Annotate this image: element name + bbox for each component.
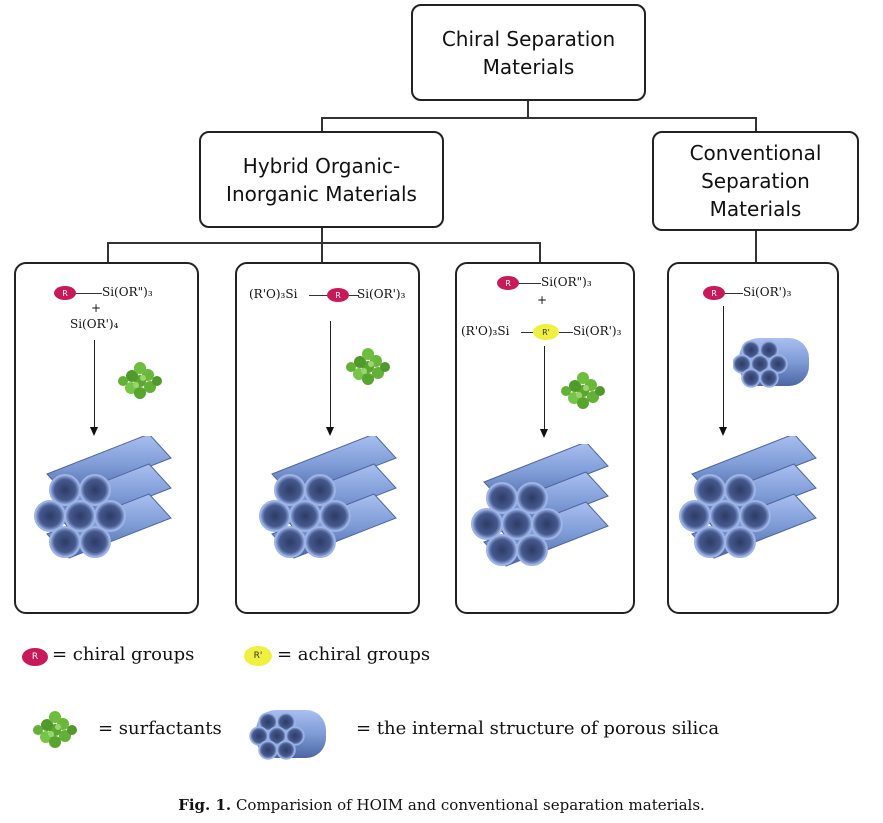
- chiral-group-dot: R: [327, 288, 349, 302]
- bond: [559, 332, 573, 333]
- panel-1: R Si(OR")₃ + Si(OR')₄: [14, 262, 199, 614]
- conventional-node-line1: Conventional: [689, 141, 822, 165]
- connector: [539, 242, 541, 262]
- conventional-node-line2: Separation: [701, 169, 810, 193]
- bond: [521, 332, 533, 333]
- legend-achiral-text: = achiral groups: [277, 644, 431, 665]
- connector: [321, 242, 323, 262]
- formula: (R'O)₃Si: [461, 324, 510, 338]
- chiral-group-dot: R: [54, 286, 76, 300]
- arrow: [326, 321, 334, 436]
- arrow: [90, 340, 98, 436]
- legend-achiral-dot: R': [244, 646, 272, 666]
- chiral-group-dot: R: [703, 286, 725, 300]
- plus-sign: +: [537, 293, 548, 307]
- legend-porous-silica-icon: [249, 709, 327, 760]
- legend-surfactants-text: = surfactants: [98, 718, 222, 739]
- root-node: Chiral Separation Materials: [411, 4, 646, 101]
- connector: [321, 228, 323, 243]
- panel-3: R Si(OR")₃ + (R'O)₃Si R' Si(OR')₃: [455, 262, 635, 614]
- conventional-node-line3: Materials: [709, 197, 802, 221]
- porous-silica-bundle-icon: [34, 436, 172, 559]
- porous-silica-bundle-icon: [471, 444, 609, 567]
- porous-silica-bundle-icon: [679, 436, 817, 559]
- surfactant-icon: [561, 372, 605, 409]
- connector: [755, 117, 757, 131]
- formula: (R'O)₃Si: [249, 287, 298, 301]
- formula: Si(OR")₃: [541, 275, 592, 289]
- bond: [76, 293, 102, 294]
- conventional-node: Conventional Separation Materials: [652, 131, 859, 231]
- caption-text: Comparision of HOIM and conventional sep…: [235, 796, 705, 814]
- root-node-line2: Materials: [482, 54, 575, 79]
- caption-label: Fig. 1.: [178, 796, 232, 814]
- formula: Si(OR')₄: [70, 317, 119, 331]
- porous-silica-bundle-icon: [259, 436, 397, 559]
- surfactant-icon: [346, 348, 390, 385]
- legend-chiral-dot: R: [22, 648, 48, 666]
- connector: [107, 242, 109, 262]
- legend-silica-text: = the internal structure of porous silic…: [356, 718, 720, 739]
- bond: [309, 295, 329, 296]
- arrow: [540, 346, 548, 438]
- bond: [519, 283, 541, 284]
- formula: Si(OR")₃: [102, 285, 153, 299]
- bond: [349, 295, 359, 296]
- connector: [321, 117, 757, 119]
- connector: [107, 242, 541, 244]
- legend-surfactant-icon: [33, 711, 77, 748]
- plus-sign: +: [91, 301, 102, 315]
- chiral-group-dot: R: [497, 276, 519, 290]
- connector: [755, 231, 757, 262]
- panel-2: (R'O)₃Si R Si(OR')₃: [235, 262, 420, 614]
- porous-silica-icon: [733, 337, 810, 388]
- figure-caption: Fig. 1. Comparision of HOIM and conventi…: [0, 796, 883, 814]
- arrow: [719, 306, 727, 436]
- surfactant-icon: [118, 362, 162, 399]
- formula: Si(OR')₃: [573, 324, 622, 338]
- hoim-node-line2: Inorganic Materials: [226, 181, 417, 206]
- hoim-node: Hybrid Organic- Inorganic Materials: [199, 131, 444, 228]
- hoim-node-line1: Hybrid Organic-: [242, 153, 401, 178]
- legend-chiral-text: = chiral groups: [52, 644, 195, 665]
- formula: Si(OR')₃: [357, 287, 406, 301]
- bond: [725, 293, 743, 294]
- connector: [321, 117, 323, 131]
- panel-4: R Si(OR')₃: [667, 262, 839, 614]
- formula: Si(OR')₃: [743, 285, 792, 299]
- achiral-group-dot: R': [533, 324, 559, 340]
- connector: [527, 101, 529, 118]
- root-node-line1: Chiral Separation: [441, 26, 616, 51]
